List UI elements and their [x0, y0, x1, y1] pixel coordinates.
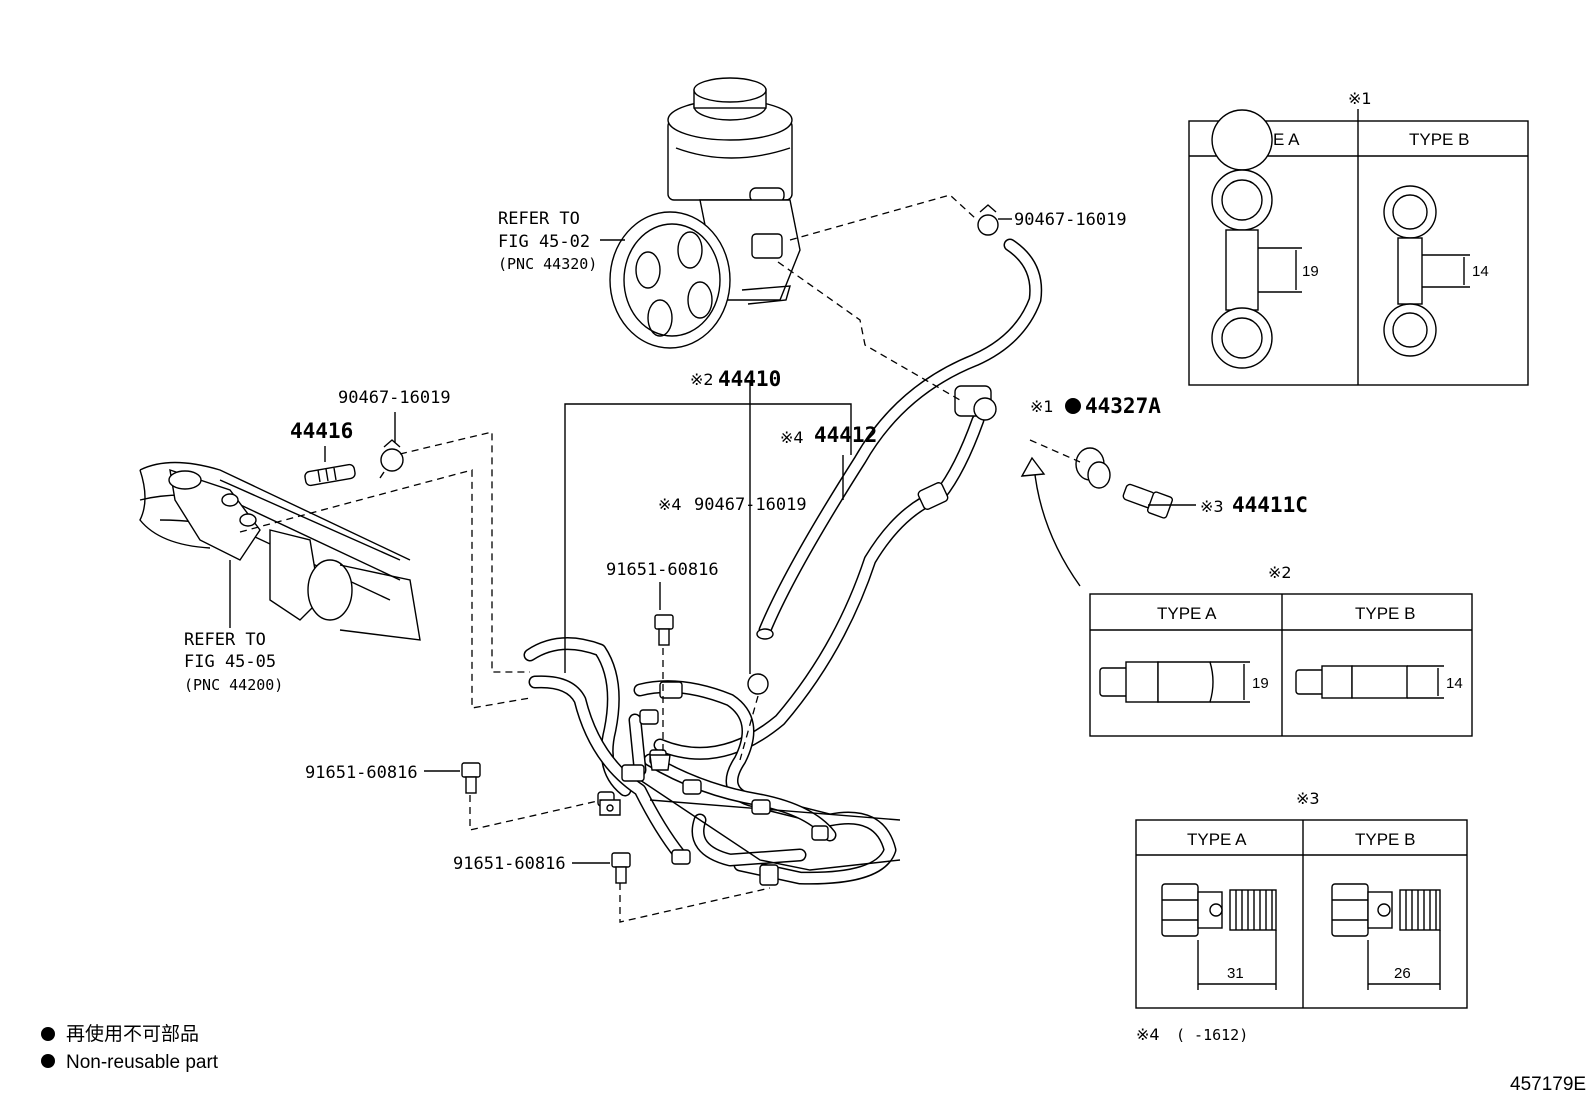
figure-id: 457179E: [1510, 1074, 1586, 1095]
union-bolt-44411c: [1122, 483, 1174, 519]
label-hose-return: 44410: [718, 367, 781, 391]
detail-2-dim-a: 19: [1252, 675, 1269, 692]
legend-jp: 再使用不可部品: [66, 1023, 199, 1045]
label-union-44416: 44416: [290, 419, 353, 443]
detail-2-type-a: TYPE A: [1157, 604, 1217, 623]
gasket-44327a: [1075, 447, 1111, 489]
label-gasket: 44327A: [1085, 394, 1161, 418]
mark-hose-return: ※2: [690, 370, 714, 389]
label-hose-supply: 44412: [814, 423, 877, 447]
detail-1: ※1 TYPE A TYPE B 19 14: [1188, 89, 1529, 386]
detail-1-mark: ※1: [1348, 89, 1372, 108]
detail-3-dim-b: 26: [1394, 965, 1411, 982]
refer-pump-line2: FIG 45-02: [498, 232, 590, 252]
return-tube-assembly: [523, 637, 901, 886]
return-hose-upper: [756, 238, 1043, 640]
steering-gear: [139, 461, 421, 641]
refer-gear-line1: REFER TO: [184, 630, 266, 650]
detail-2: ※2 TYPE A TYPE B 19 14: [1089, 563, 1473, 737]
non-reusable-dot: [1065, 398, 1081, 414]
refer-gear-line2: FIG 45-05: [184, 652, 276, 672]
label-bolt-top: 91651-60816: [606, 560, 719, 580]
label-bolt-bottom: 91651-60816: [453, 854, 566, 874]
detail-2-mark: ※2: [1268, 563, 1292, 582]
label-bolt-left: 91651-60816: [305, 763, 418, 783]
refer-pump-line1: REFER TO: [498, 209, 580, 229]
clamp-top: [977, 204, 999, 236]
detail-2-dim-b: 14: [1446, 675, 1463, 692]
label-clamp-left: 90467-16019: [338, 388, 451, 408]
detail-2-type-b: TYPE B: [1355, 604, 1415, 623]
clamp-mid: [747, 673, 769, 695]
legend-dot-en: [41, 1054, 55, 1068]
mark-union-bolt: ※3: [1200, 497, 1224, 516]
note-4-text: ( -1612): [1176, 1026, 1248, 1044]
bolt-left: [461, 762, 481, 794]
detail-1-dim-a: 19: [1302, 263, 1319, 280]
label-union-bolt: 44411C: [1232, 493, 1308, 517]
detail-3: ※3 TYPE A TYPE B 31 26: [1135, 789, 1468, 1009]
label-clamp-top: 90467-16019: [1014, 210, 1127, 230]
detail-3-dim-a: 31: [1227, 965, 1244, 982]
bolt-top: [654, 614, 674, 646]
legend-en: Non-reusable part: [66, 1052, 219, 1073]
bracket: [599, 754, 671, 816]
detail-1-dim-b: 14: [1472, 263, 1489, 280]
note-4-mark: ※4: [1136, 1025, 1160, 1044]
leader-lines: [229, 194, 1196, 923]
detail-3-type-b: TYPE B: [1355, 830, 1415, 849]
clamp-left: [379, 439, 404, 479]
refer-gear-line3: (PNC 44200): [184, 676, 283, 694]
label-clamp-mid: 90467-16019: [694, 495, 807, 515]
detail-1-type-b: TYPE B: [1409, 130, 1469, 149]
power-steering-pump: [609, 77, 801, 349]
refer-pump-line3: (PNC 44320): [498, 255, 597, 273]
mark-gasket: ※1: [1030, 397, 1054, 416]
detail-3-type-a: TYPE A: [1187, 830, 1247, 849]
bolt-bottom: [611, 852, 631, 884]
mark-clamp-mid: ※4: [658, 495, 682, 514]
legend-dot-jp: [41, 1027, 55, 1041]
detail-3-mark: ※3: [1296, 789, 1320, 808]
mark-hose-supply: ※4: [780, 428, 804, 447]
union-44416: [304, 463, 356, 487]
